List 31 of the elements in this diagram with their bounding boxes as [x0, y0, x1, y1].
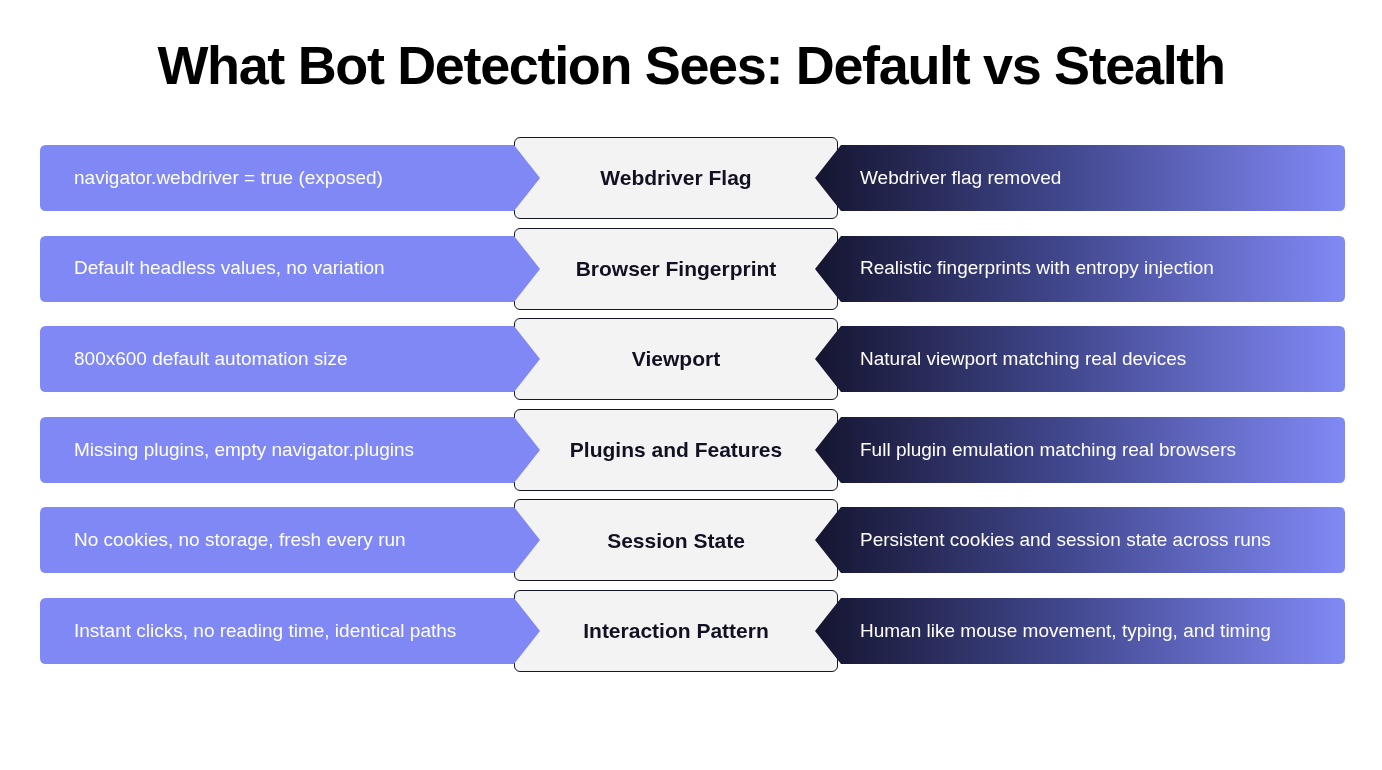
stealth-band	[815, 598, 1345, 664]
band-label: Instant clicks, no reading time, identical paths	[74, 618, 457, 643]
stealth-band	[815, 326, 1345, 393]
title: What Bot Detection Sees: Default vs Stealth	[156, 38, 1226, 92]
feature-label: Interaction Pattern	[583, 618, 769, 645]
band-label: No cookies, no storage, fresh every run	[74, 528, 406, 553]
feature-label: Plugins and Features	[569, 437, 783, 464]
band-label: Persistent cookies and session state across runs	[860, 528, 1271, 553]
band-label: Default headless values, no variation	[74, 256, 385, 281]
stealth-band	[815, 416, 1345, 483]
default-band	[40, 507, 540, 574]
stealth-band	[815, 235, 1345, 302]
band-label: Full plugin emulation matching real browsers	[860, 437, 1236, 462]
default-band	[40, 598, 540, 664]
band-label: 800x600 default automation size	[74, 346, 348, 371]
default-band	[40, 416, 540, 483]
stealth-band	[815, 145, 1345, 211]
default-band	[40, 145, 540, 211]
feature-label: Browser Fingerprint	[575, 255, 777, 282]
band-label: Missing plugins, empty navigator.plugins	[74, 437, 415, 462]
band-label: Natural viewport matching real devices	[860, 346, 1187, 371]
band-label: Realistic fingerprints with entropy injection	[860, 256, 1214, 281]
feature-label: Viewport	[631, 346, 721, 373]
default-band	[40, 235, 540, 302]
stealth-band	[815, 507, 1345, 574]
feature-label: Webdriver Flag	[600, 165, 752, 192]
band-label: navigator.webdriver = true (exposed)	[74, 165, 383, 190]
feature-label: Session State	[607, 527, 745, 554]
default-band	[40, 326, 540, 393]
band-label: Human like mouse movement, typing, and timing	[860, 618, 1271, 643]
band-label: Webdriver flag removed	[860, 165, 1062, 190]
